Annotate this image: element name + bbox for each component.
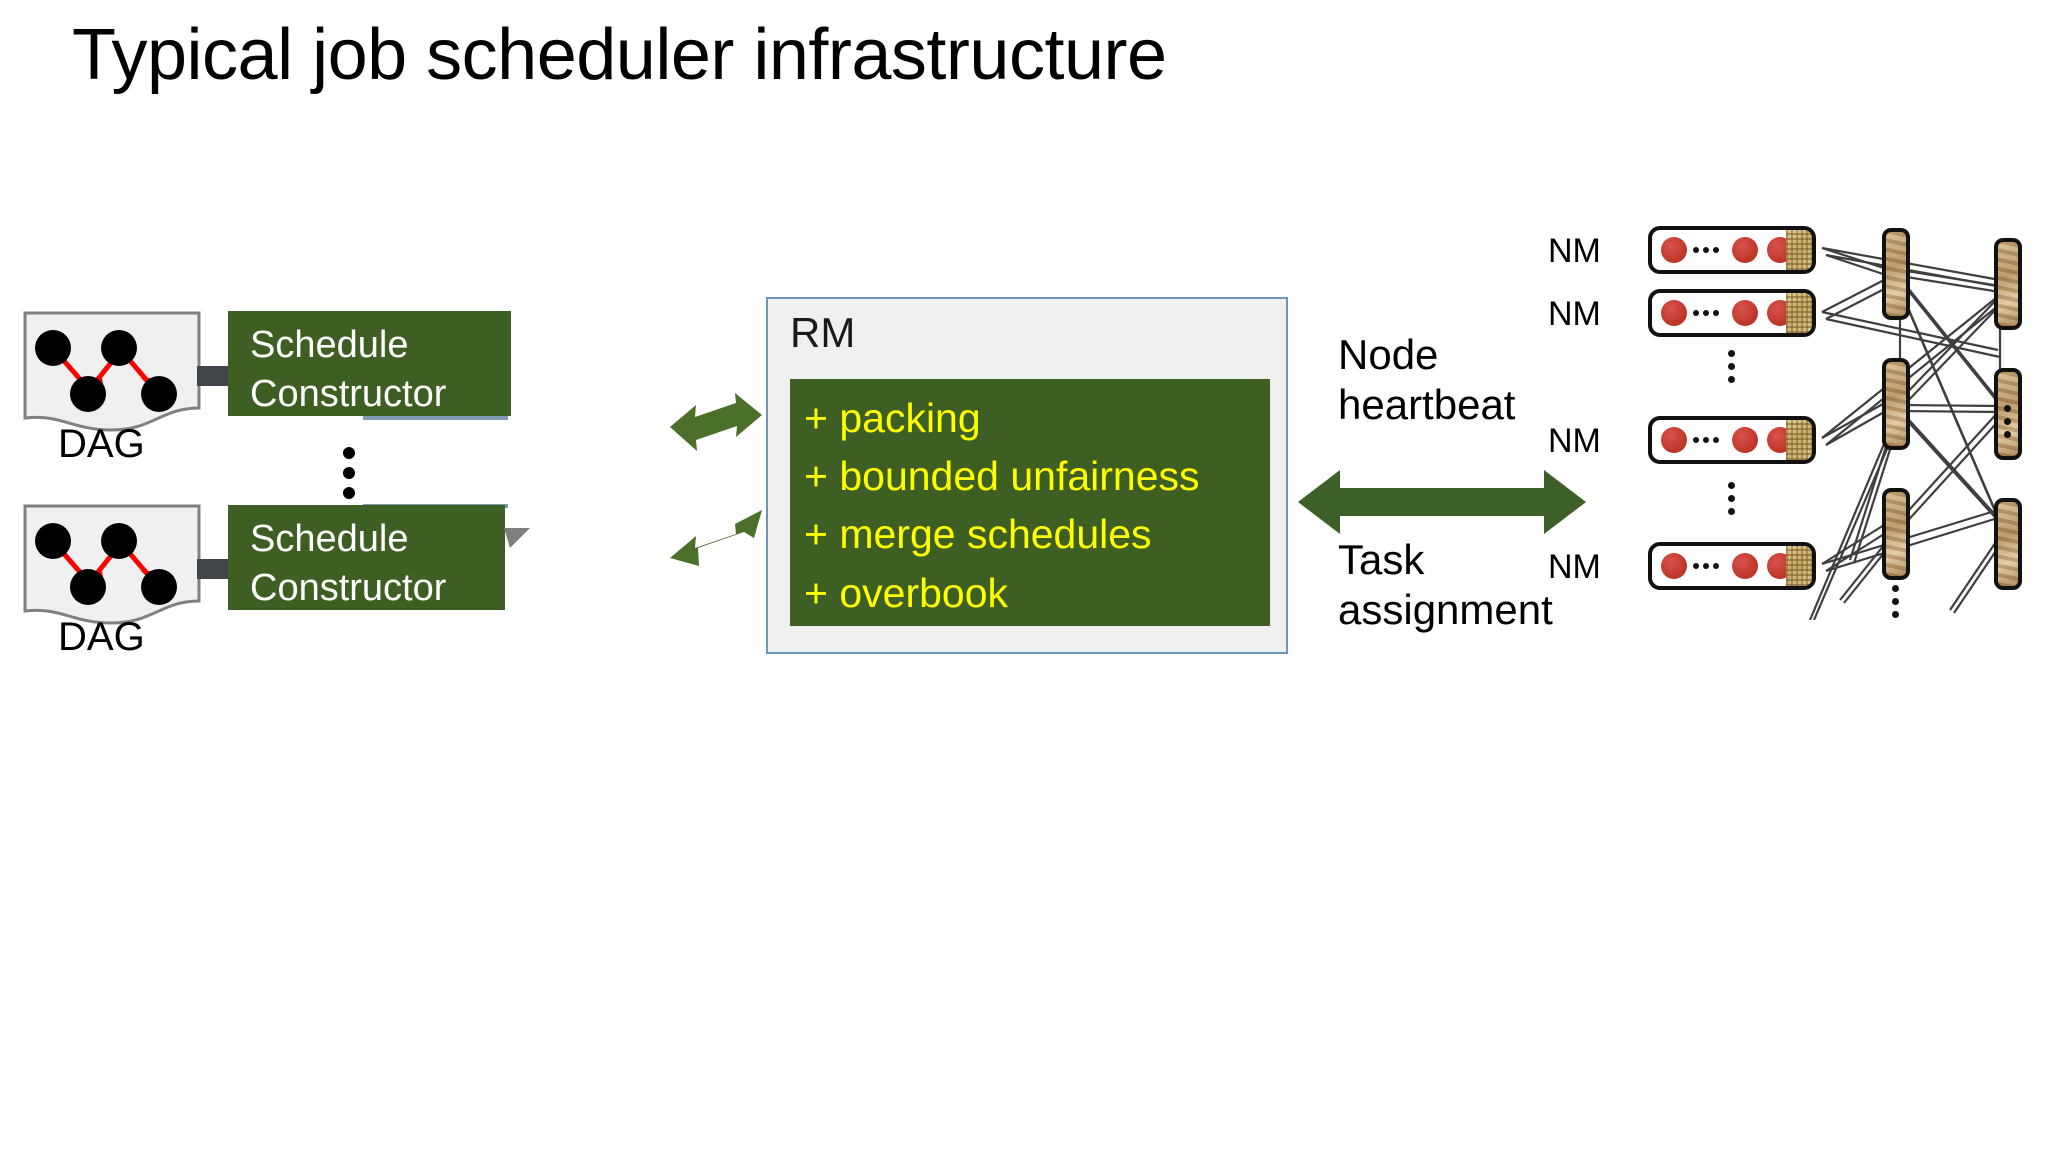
double-headed-arrow-icon-1	[668, 393, 764, 460]
switch-node-6[interactable]	[1994, 498, 2022, 590]
node-heartbeat-line1: Node	[1338, 331, 1439, 378]
nm-horizontal-ellipsis-icon	[1693, 437, 1719, 443]
schedule-constructor-line1: Schedule	[250, 324, 409, 366]
nm-horizontal-ellipsis-icon	[1693, 247, 1719, 253]
nm-horizontal-ellipsis-icon	[1693, 310, 1719, 316]
nm-task-dot	[1661, 300, 1687, 326]
nm-node-1[interactable]	[1648, 226, 1816, 274]
nm-label-1: NM	[1548, 232, 1601, 270]
rm-feature-item-3: + merge schedules	[804, 511, 1152, 558]
task-assignment-line1: Task	[1338, 536, 1425, 583]
schedule-constructor-2-tab-icon	[504, 528, 530, 555]
nm-node-2[interactable]	[1648, 289, 1816, 337]
nm-node-4[interactable]	[1648, 542, 1816, 590]
cluster-topology: NM NM NM NM	[1548, 200, 2048, 620]
switch-node-4[interactable]	[1994, 368, 2022, 460]
nm-label-2: NM	[1548, 295, 1601, 333]
dag-nodes-2	[35, 523, 177, 605]
nm-node-3[interactable]	[1648, 416, 1816, 464]
rm-panel[interactable]: RM + packing + bounded unfairness + merg…	[766, 297, 1288, 654]
dag-shape-svg-2	[23, 504, 201, 625]
switch-node-1[interactable]	[1882, 228, 1910, 320]
nm-label-3: NM	[1548, 422, 1601, 460]
switch-node-2[interactable]	[1994, 238, 2022, 330]
rm-cluster-double-arrow-icon	[1298, 466, 1586, 543]
switch-node-5[interactable]	[1882, 488, 1910, 580]
dag-label-2: DAG	[58, 615, 145, 659]
node-heartbeat-line2: heartbeat	[1338, 380, 1516, 428]
nm-task-dot	[1661, 553, 1687, 579]
rm-feature-list: + packing + bounded unfairness + merge s…	[790, 379, 1270, 626]
nm-horizontal-ellipsis-icon	[1693, 563, 1719, 569]
dag-shape-svg	[23, 311, 201, 432]
constructor-ellipsis	[342, 447, 356, 499]
schedule-constructor-box-1[interactable]: Schedule Constructor	[228, 311, 511, 416]
rm-title: RM	[790, 309, 856, 356]
rm-feature-item-4: + overbook	[804, 569, 1008, 616]
nm-task-dot	[1661, 237, 1687, 263]
cluster-ellipsis-1	[1728, 350, 1735, 383]
schedule-constructor-underbar-1	[363, 416, 508, 420]
schedule-constructor-line2: Constructor	[250, 372, 447, 415]
nm-task-dot	[1661, 427, 1687, 453]
nm-connector-strip	[1786, 546, 1812, 586]
nm-connector-strip	[1786, 420, 1812, 460]
schedule-constructor-2-line2: Constructor	[250, 566, 447, 609]
nm-task-dot	[1732, 237, 1758, 263]
nm-connector-strip	[1786, 230, 1812, 270]
node-heartbeat-label: Node heartbeat	[1338, 330, 1515, 429]
schedule-constructor-2-line1: Schedule	[250, 518, 409, 560]
rm-feature-item-1: + packing	[804, 395, 981, 441]
switch-node-3[interactable]	[1882, 358, 1910, 450]
dag-nodes-1	[35, 330, 177, 412]
dag-label-1: DAG	[58, 422, 145, 466]
rm-feature-item-2: + bounded unfairness	[804, 453, 1200, 500]
cluster-ellipsis-3	[1892, 585, 1899, 618]
nm-connector-strip	[1786, 293, 1812, 333]
task-assignment-line2: assignment	[1338, 585, 1553, 633]
nm-label-4: NM	[1548, 548, 1601, 586]
schedule-constructor-box-2[interactable]: Schedule Constructor	[228, 505, 505, 610]
dag-document-shape-2	[22, 503, 202, 625]
cluster-ellipsis-4	[2004, 405, 2011, 438]
nm-task-dot	[1732, 300, 1758, 326]
nm-task-dot	[1732, 553, 1758, 579]
page-title: Typical job scheduler infrastructure	[72, 15, 1167, 95]
double-headed-arrow-icon-2	[668, 506, 764, 573]
nm-task-dot	[1732, 427, 1758, 453]
task-assignment-label: Task assignment	[1338, 535, 1553, 634]
dag-document-shape-1	[22, 310, 202, 432]
cluster-ellipsis-2	[1728, 482, 1735, 515]
